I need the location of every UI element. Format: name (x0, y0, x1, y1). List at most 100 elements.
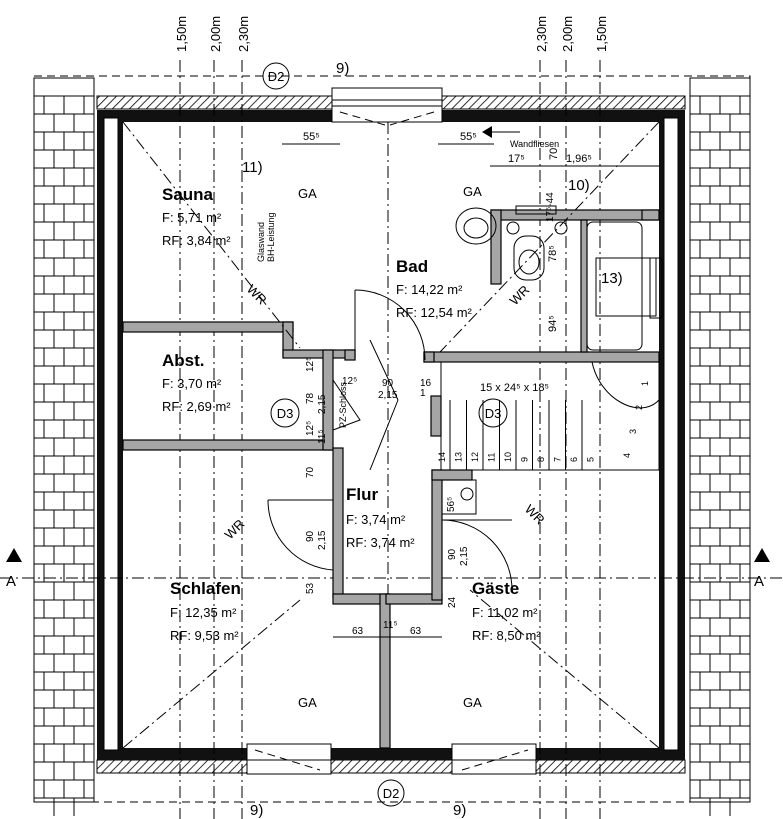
label-ga-schlafen: GA (298, 695, 317, 710)
svg-text:1,96⁵: 1,96⁵ (566, 153, 592, 165)
svg-text:F: 11,02 m²: F: 11,02 m² (472, 605, 538, 620)
svg-text:F: 12,35 m²: F: 12,35 m² (170, 605, 237, 620)
stair-step-3: 3 (628, 429, 638, 434)
small-washbasin (441, 479, 477, 515)
stair-step-10: 10 (503, 452, 513, 462)
svg-text:70: 70 (305, 466, 316, 478)
stair-step-7: 7 (553, 457, 563, 462)
roof-tiles-right (689, 77, 751, 816)
washbasin (455, 207, 497, 245)
svg-text:2,15: 2,15 (459, 546, 470, 566)
label-ga-bad: GA (463, 184, 482, 199)
ref-9-bottom-left: 9) (250, 802, 263, 819)
room-bad: Bad F: 14,22 m² RF: 12,54 m² (396, 257, 473, 320)
svg-text:17⁵: 17⁵ (508, 153, 525, 165)
svg-text:12⁵: 12⁵ (305, 357, 316, 372)
svg-text:17⁵-44: 17⁵-44 (545, 192, 556, 222)
bathtub (586, 221, 663, 351)
svg-text:A: A (754, 573, 764, 590)
svg-text:16: 16 (420, 378, 432, 389)
svg-text:2,15: 2,15 (378, 390, 398, 401)
stair-step-4: 4 (622, 453, 632, 458)
stair-step-9: 9 (520, 457, 530, 462)
svg-text:A: A (6, 573, 16, 590)
svg-text:D3: D3 (485, 406, 502, 421)
svg-text:Wandfliesen: Wandfliesen (510, 139, 559, 149)
window-bottom-left (246, 743, 332, 775)
roof-tiles-left (33, 77, 95, 816)
label-bh-leistung: BH-Leistung (266, 212, 276, 262)
svg-text:90: 90 (447, 548, 458, 560)
toilet (513, 235, 545, 281)
label-ga-gaste: GA (463, 695, 482, 710)
ref-10: 10) (568, 177, 590, 194)
ref-9-bottom-right: 9) (453, 802, 466, 819)
shower-fixture (506, 205, 568, 235)
stair-step-12: 12 (470, 452, 480, 462)
svg-text:53: 53 (305, 582, 316, 594)
stair-step-2: 2 (634, 405, 644, 410)
dim-top-left-2: 2,00m (208, 16, 223, 52)
svg-text:Sauna: Sauna (162, 185, 214, 204)
svg-text:55⁵: 55⁵ (460, 131, 477, 143)
dimension-texts: 55⁵ 55⁵ 17⁵ 70 1,96⁵ 17⁵-44 78⁵ 94⁵ 12⁵ … (282, 131, 660, 638)
room-gaste: Gäste F: 11,02 m² RF: 8,50 m² (472, 579, 541, 643)
svg-text:Gäste: Gäste (472, 579, 519, 598)
room-sauna: Sauna F: 5,71 m² RF: 3,84 m² (162, 185, 231, 248)
svg-text:2,15: 2,15 (317, 530, 328, 550)
tag-d2-bottom: D2 (377, 779, 405, 807)
svg-text:11⁵: 11⁵ (317, 429, 328, 444)
stair-step-1: 1 (640, 381, 650, 386)
svg-text:D2: D2 (268, 69, 285, 84)
wall-bottom (97, 748, 685, 760)
svg-text:RF: 8,50 m²: RF: 8,50 m² (472, 628, 541, 643)
label-wr-gaste: WR (522, 502, 548, 528)
svg-text:Schlafen: Schlafen (170, 579, 241, 598)
stair-step-8: 8 (536, 457, 546, 462)
tag-d2-top: D2 (262, 62, 290, 90)
label-pz-schloss: PZ-Schloss (338, 381, 348, 428)
ref-11: 11) (242, 159, 263, 176)
label-wr-schlafen: WR (222, 516, 248, 542)
stair-step-5: 5 (586, 457, 596, 462)
svg-text:RF: 9,53 m²: RF: 9,53 m² (170, 628, 239, 643)
svg-text:78⁵: 78⁵ (547, 245, 559, 262)
dim-top-left-3: 2,30m (236, 16, 251, 52)
svg-text:F: 5,71 m²: F: 5,71 m² (162, 210, 222, 225)
door-schlafen (267, 499, 334, 571)
svg-text:55⁵: 55⁵ (303, 131, 320, 143)
window-bottom-right (451, 743, 537, 775)
svg-text:90: 90 (382, 378, 394, 389)
svg-text:D2: D2 (383, 786, 400, 801)
section-marker-left: A (6, 548, 22, 590)
window-top (331, 87, 443, 126)
svg-text:F: 14,22 m²: F: 14,22 m² (396, 282, 463, 297)
svg-text:70: 70 (548, 148, 560, 160)
svg-text:F: 3,70 m²: F: 3,70 m² (162, 376, 222, 391)
svg-text:11⁵: 11⁵ (383, 620, 398, 631)
roof-diagonals (122, 121, 660, 749)
staircase (440, 361, 660, 471)
door-abst (332, 379, 361, 431)
svg-text:RF: 3,84 m²: RF: 3,84 m² (162, 233, 231, 248)
tag-d3-left: D3 (270, 398, 300, 428)
svg-text:24: 24 (447, 596, 458, 608)
door-gaste (441, 519, 513, 591)
room-schlafen: Schlafen F: 12,35 m² RF: 9,53 m² (170, 579, 241, 643)
svg-text:56⁵: 56⁵ (446, 497, 457, 512)
label-glaswand: Glaswand (256, 222, 266, 262)
svg-text:RF: 3,74 m²: RF: 3,74 m² (346, 535, 415, 550)
svg-text:F: 3,74 m²: F: 3,74 m² (346, 512, 406, 527)
dim-top-left-1: 1,50m (174, 16, 189, 52)
svg-text:63: 63 (352, 626, 364, 637)
door-bad (354, 289, 426, 361)
svg-text:94⁵: 94⁵ (547, 315, 559, 332)
stair-step-6: 6 (569, 457, 579, 462)
svg-text:D3: D3 (277, 406, 294, 421)
label-ga-sauna: GA (298, 186, 317, 201)
svg-text:Bad: Bad (396, 257, 428, 276)
ref-9-top: 9) (336, 60, 349, 77)
label-wr-sauna: WR (244, 282, 270, 308)
dim-top-right-2: 2,00m (560, 16, 575, 52)
